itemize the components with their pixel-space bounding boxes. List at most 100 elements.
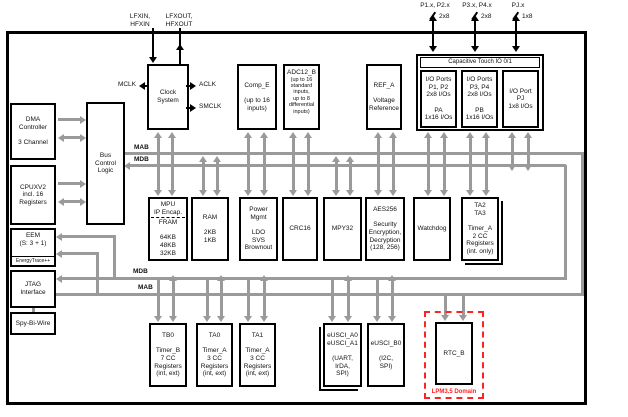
pin-width-pj: 1x8 [522, 13, 533, 20]
block-rtc-b: RTC_B [435, 322, 473, 385]
arrowhead-right [190, 82, 196, 90]
block-ta1: TA1 Timer_A 3 CC Registers (int, ext) [239, 323, 276, 387]
block-eusci-a: eUSCI_A0 eUSCI_A1 (UART, IrDA, SPI) [323, 323, 362, 387]
arrow-line [206, 280, 209, 318]
block-crc-label: CRC16 [289, 225, 311, 233]
bus-line [125, 152, 584, 155]
arrow-line [171, 136, 174, 192]
arrow-line [292, 136, 295, 192]
arrowhead-right [80, 134, 86, 142]
block-spy-bi-wire: Spy-Bi-Wire [10, 312, 56, 335]
lpm-domain-label: LPM3.5 Domain [431, 389, 477, 395]
arrowhead-down [344, 316, 352, 322]
arrowhead-up [154, 132, 162, 138]
block-bus-control-label: Bus Control Logic [95, 152, 116, 175]
pin-label-pj: PJ.x [511, 2, 525, 9]
block-mpu-fram: MPU IP Encap. FRAM 64KB 48KB 32KB [148, 197, 188, 261]
arrowhead-left [56, 250, 62, 258]
block-power-mgmt: Power Mgmt LDO SVS Brownout [239, 197, 278, 261]
arrowhead-up [374, 132, 382, 138]
arrowhead-up [471, 15, 479, 21]
block-crc16: CRC16 [282, 197, 318, 261]
block-mpy32: MPY32 [323, 197, 362, 261]
arrowhead-down [244, 190, 252, 196]
arrowhead-down [213, 190, 221, 196]
arrow-line [307, 136, 310, 192]
arrowhead-down [440, 190, 448, 196]
arrowhead-up [424, 132, 432, 138]
arrowhead-up [346, 156, 354, 162]
arrowhead-down [203, 316, 211, 322]
arrowhead-down [260, 316, 268, 322]
arrowhead-down [512, 46, 520, 52]
block-pmm-label: Power Mgmt LDO SVS Brownout [244, 206, 273, 252]
block-adc12-b: ADC12_B (up to 16 standard inputs, up to… [283, 64, 320, 130]
arrow-line [247, 136, 250, 192]
bus-line [32, 308, 35, 312]
arrowhead-down [217, 316, 225, 322]
arrow-line [347, 279, 350, 318]
arrow-line [392, 136, 395, 192]
block-bus-control-logic: Bus Control Logic [86, 102, 125, 225]
bus-line [186, 107, 191, 109]
arrowhead-up [199, 156, 207, 162]
arrow-line [63, 136, 81, 139]
block-ref-label: REF_A Voltage Reference [369, 81, 399, 112]
block-eem-label: EEM (S: 3 + 1) [19, 232, 47, 247]
block-jtag-label: JTAG Interface [20, 281, 46, 296]
block-adc-sub: (up to 16 standard inputs, up to 8 diffe… [288, 76, 315, 115]
block-clock-label: Clock System [157, 89, 179, 104]
block-io-p3p4-label: I/O Ports P3, P4 2x8 I/Os PB 1x16 I/Os [465, 76, 494, 122]
block-comp-e: Comp_E (up to 16 inputs) [237, 64, 277, 130]
block-ta1-label: TA1 Timer_A 3 CC Registers (int, ext) [243, 332, 272, 378]
arrow-line [349, 160, 352, 192]
arrow-line [220, 279, 223, 318]
arrow-line [247, 280, 250, 318]
arrowhead-down [429, 46, 437, 52]
arrowhead-left [58, 198, 64, 206]
pin-width-p3p4: 2x8 [481, 13, 492, 20]
block-cpu: CPUXV2 incl. 16 Registers [10, 165, 56, 225]
block-spy-bi-wire-label: Spy-Bi-Wire [15, 319, 51, 327]
bus-line [143, 85, 148, 87]
pin-label-lfxin: LFXIN, HFXIN [129, 13, 151, 28]
block-tb0-label: TB0 Timer_B 7 CC Registers (int, ext) [154, 332, 182, 378]
arrowhead-up [213, 156, 221, 162]
arrowhead-right [80, 116, 86, 124]
arrowhead-up [304, 132, 312, 138]
arrowhead-down [328, 316, 336, 322]
arrow-line [216, 160, 219, 192]
bus-line [186, 85, 191, 87]
pin-width-p1p2: 2x8 [439, 13, 450, 20]
arrowhead-left [56, 233, 62, 241]
block-energytrace-label: EnergyTrace++ [12, 256, 54, 265]
arrowhead-up [289, 132, 297, 138]
block-tb0: TB0 Timer_B 7 CC Registers (int, ext) [149, 323, 187, 387]
arrow-line [202, 160, 205, 192]
arrowhead-up [482, 132, 490, 138]
arrow-line [61, 252, 99, 255]
bus-line [113, 237, 116, 280]
arrowhead-down [374, 190, 382, 196]
arrow-line [331, 280, 334, 318]
arrowhead-up [508, 132, 516, 138]
block-aes256: AES256 Security Encryption, Decryption (… [365, 197, 405, 261]
block-io-p1p2-label: I/O Ports P1, P2 2x8 I/Os PA 1x16 I/Os [424, 76, 453, 122]
arrowhead-down [149, 57, 157, 63]
arrowhead-down [482, 190, 490, 196]
arrow-line [469, 136, 472, 192]
arrow-line [335, 160, 338, 192]
arrow-line [157, 280, 160, 318]
bus-label-mab-lower: MAB [138, 284, 153, 291]
signal-label-aclk: ACLK [199, 81, 216, 88]
block-ram: RAM 2KB 1KB [191, 197, 229, 261]
arrow-line [58, 118, 81, 121]
arrowhead-right [190, 104, 196, 112]
arrowhead-down [459, 315, 467, 321]
pin-label-p1p2: P1.x, P2.x [420, 2, 450, 9]
signal-label-mclk: MCLK [117, 81, 136, 88]
arrow-line [427, 136, 430, 192]
block-eusci-b-label: eUSCI_B0 (I2C, SPI) [370, 339, 402, 370]
pin-label-lfxout: LFXOUT, HFXOUT [165, 13, 193, 28]
